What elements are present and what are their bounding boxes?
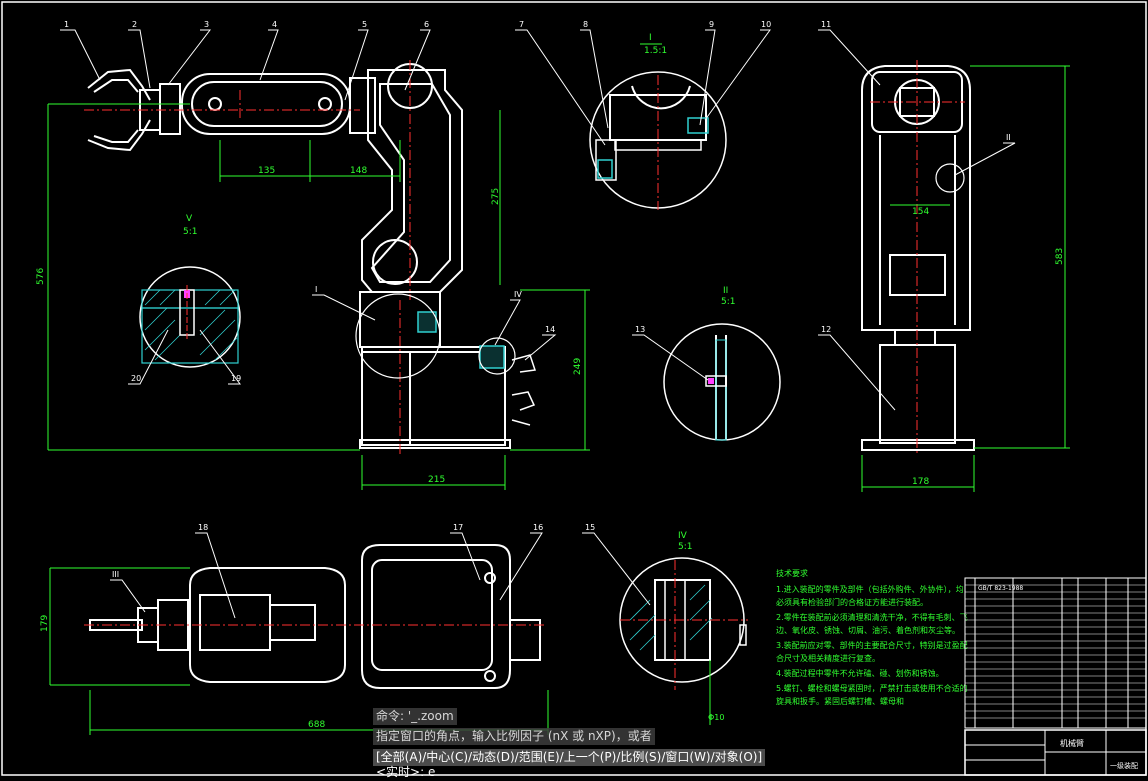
detail-iv: Φ10 IV 5:1	[619, 531, 748, 725]
detail-circle-i	[355, 293, 441, 379]
detail-v: V 5:1	[139, 214, 241, 368]
svg-text:旋具和扳手。紧固后螺钉槽、螺母和: 旋具和扳手。紧固后螺钉槽、螺母和	[776, 696, 904, 706]
title-name: 机械臂	[1060, 738, 1084, 748]
leader-lines	[60, 29, 1016, 619]
svg-text:合尺寸及相关精度进行复查。: 合尺寸及相关精度进行复查。	[776, 653, 880, 663]
dim-583: 583	[1055, 248, 1065, 265]
svg-text:13: 13	[635, 325, 645, 334]
side-view	[87, 63, 536, 449]
dim-178: 178	[912, 477, 929, 487]
svg-text:7: 7	[519, 20, 524, 29]
detail-i: I 1.5:1	[589, 33, 727, 210]
dim-154: 154	[912, 207, 929, 217]
svg-text:11: 11	[821, 20, 831, 29]
detail-ii-name: II	[723, 286, 728, 296]
dim-275: 275	[491, 188, 501, 205]
tech-requirements: 技术要求 1.进入装配的零件及部件（包括外购件、外协件），均 必须具有检验部门的…	[776, 568, 968, 706]
svg-text:14: 14	[545, 325, 555, 334]
dim-215: 215	[428, 475, 445, 485]
command-history-1: 命令: '_.zoom	[373, 708, 457, 725]
dim-135: 135	[258, 166, 275, 176]
command-prompt: <实时>:	[376, 765, 425, 779]
dim-249: 249	[573, 358, 583, 375]
dim-179: 179	[40, 615, 50, 632]
svg-text:20: 20	[131, 374, 141, 383]
command-input[interactable]: e	[427, 765, 436, 779]
svg-text:2: 2	[132, 20, 137, 29]
command-history-2: 指定窗口的角点，输入比例因子 (nX 或 nXP)，或者	[373, 728, 655, 745]
leader-label-i: I	[315, 285, 317, 294]
dim-phi10: Φ10	[708, 713, 724, 722]
svg-text:必须具有检验部门的合格证方能进行装配。: 必须具有检验部门的合格证方能进行装配。	[776, 597, 928, 607]
detail-ii-scale: 5:1	[721, 297, 735, 307]
svg-text:8: 8	[583, 20, 588, 29]
dim-688: 688	[308, 720, 325, 730]
std-text: GB/T 823-1988	[978, 585, 1023, 592]
svg-text:4: 4	[272, 20, 277, 29]
side-dimensions	[47, 103, 590, 490]
front-view	[861, 65, 975, 451]
parts-list	[964, 577, 1147, 776]
svg-text:12: 12	[821, 325, 831, 334]
svg-text:19: 19	[231, 374, 241, 383]
svg-text:5.螺钉、螺栓和螺母紧固时，严禁打击或使用不合适的: 5.螺钉、螺栓和螺母紧固时，严禁打击或使用不合适的	[776, 683, 968, 693]
leader-label-iii: III	[112, 570, 119, 579]
command-input-line[interactable]: <实时>: e	[373, 764, 438, 781]
svg-text:2.零件在装配前必须清理和清洗干净，不得有毛刺、飞: 2.零件在装配前必须清理和清洗干净，不得有毛刺、飞	[776, 612, 968, 622]
svg-text:3.装配前应对零、部件的主要配合尺寸，特别是过盈配: 3.装配前应对零、部件的主要配合尺寸，特别是过盈配	[776, 640, 968, 650]
top-view	[89, 544, 541, 689]
svg-text:6: 6	[424, 20, 429, 29]
svg-text:15: 15	[585, 523, 595, 532]
svg-text:17: 17	[453, 523, 463, 532]
tech-title: 技术要求	[776, 568, 808, 578]
title-sheet: 一级装配	[1110, 761, 1138, 770]
svg-text:16: 16	[533, 523, 543, 532]
svg-text:1.进入装配的零件及部件（包括外购件、外协件），均: 1.进入装配的零件及部件（包括外购件、外协件），均	[776, 584, 964, 594]
detail-v-scale: 5:1	[183, 227, 197, 237]
svg-text:9: 9	[709, 20, 714, 29]
detail-ii: II 5:1	[663, 286, 781, 441]
svg-text:1: 1	[64, 20, 69, 29]
svg-text:4.装配过程中零件不允许磕、碰、划伤和锈蚀。: 4.装配过程中零件不允许磕、碰、划伤和锈蚀。	[776, 668, 944, 678]
svg-text:10: 10	[761, 20, 771, 29]
svg-text:3: 3	[204, 20, 209, 29]
detail-i-scale: 1.5:1	[644, 46, 667, 56]
detail-i-name: I	[649, 33, 652, 43]
svg-text:18: 18	[198, 523, 208, 532]
detail-v-name: V	[186, 214, 193, 224]
dim-148: 148	[350, 166, 367, 176]
leader-label-ii: II	[1006, 133, 1011, 142]
command-line[interactable]: 命令: '_.zoom 指定窗口的角点，输入比例因子 (nX 或 nXP)，或者…	[373, 708, 843, 779]
detail-iv-name: IV	[678, 531, 688, 541]
svg-text:边、氧化皮、锈蚀、切屑、油污、着色剂和灰尘等。: 边、氧化皮、锈蚀、切屑、油污、着色剂和灰尘等。	[776, 625, 960, 635]
command-options[interactable]: [全部(A)/中心(C)/动态(D)/范围(E)/上一个(P)/比例(S)/窗口…	[373, 749, 766, 766]
detail-circle-iv	[478, 337, 516, 375]
dim-576: 576	[36, 268, 46, 285]
detail-iv-scale: 5:1	[678, 542, 692, 552]
balloon-numbers: 1 2 3 4 5 6 7 8 9 10 11 12 13 14 15 16 1…	[64, 20, 831, 532]
svg-text:5: 5	[362, 20, 367, 29]
leader-label-iv: IV	[514, 290, 522, 299]
